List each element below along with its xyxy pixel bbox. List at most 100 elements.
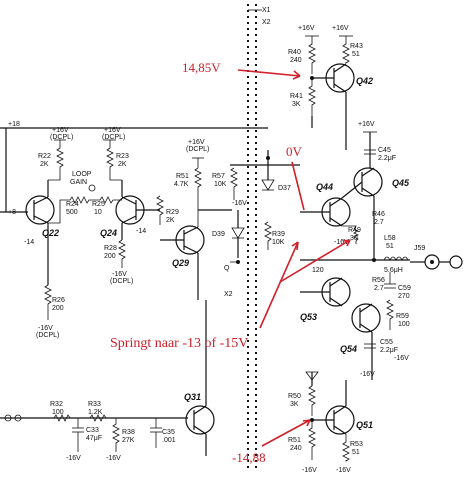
- label-gain: GAIN: [70, 179, 87, 186]
- label-r43: R43: [350, 43, 363, 50]
- label-m16-r28: -16V: [112, 271, 127, 278]
- label-dcpl-r28: (DCPL): [110, 278, 133, 285]
- annotation-v-zero: 0V: [286, 144, 303, 159]
- label-q22: Q22: [42, 228, 59, 238]
- label-loop: LOOP: [72, 171, 92, 178]
- label-q-left: Q: [224, 265, 230, 272]
- label-x2-top: X2: [262, 19, 271, 26]
- label-x1: X1: [262, 7, 271, 14]
- label-r51: R51: [176, 173, 189, 180]
- label-p16-r40: +16V: [298, 25, 315, 32]
- label-r26: R26: [52, 297, 65, 304]
- label-q31: Q31: [184, 392, 201, 402]
- annotation-v-q42: 14,85V: [182, 60, 221, 75]
- transistor-q54: [351, 303, 381, 333]
- label-m16-bus: -16V: [232, 200, 247, 207]
- label-r40: R40: [288, 49, 301, 56]
- label-q51: Q51: [356, 420, 373, 430]
- label-r29: R29: [166, 209, 179, 216]
- value-c55: 2.2μF: [380, 347, 398, 354]
- label-dcpl-r26: (DCPL): [36, 332, 59, 339]
- value-r26: 200: [52, 305, 64, 312]
- label-r39: R39: [272, 231, 285, 238]
- label-q42: Q42: [356, 76, 373, 86]
- label-r25: R25: [92, 201, 105, 208]
- label-r28: R28: [104, 245, 117, 252]
- label-d37: D37: [278, 185, 291, 192]
- label-r23: R23: [116, 153, 129, 160]
- value-r53: 51: [352, 449, 360, 456]
- label-q54: Q54: [340, 344, 357, 354]
- value-r59: 100: [398, 321, 410, 328]
- label-m14-a: -14: [24, 239, 34, 246]
- value-r32: 100: [52, 409, 64, 416]
- label-l58: L58: [384, 235, 396, 242]
- label-c35: C35: [162, 429, 175, 436]
- label-m16-out: -16V: [360, 371, 375, 378]
- label-c45: C45: [378, 147, 391, 154]
- lower-output: Q53 Q54 R56 2.7 C55 2.2μF -16V -16V: [300, 277, 409, 380]
- annotations: 14,85V 0V Springt naar -13 of -15V -14,8…: [110, 60, 351, 465]
- value-r28: 200: [104, 253, 116, 260]
- label-r33: R33: [88, 401, 101, 408]
- label-q44: Q44: [316, 182, 333, 192]
- label-c20: 120: [312, 267, 324, 274]
- q31-stage: R32 100 R33 1.2K C33 47μF -16V R38 27K -…: [0, 300, 215, 462]
- value-c45: 2.2μF: [378, 155, 396, 162]
- label-r57: R57: [212, 173, 225, 180]
- value-r49: 30: [350, 235, 358, 242]
- label-p16-r23: +16V: [104, 127, 121, 134]
- label-q45: Q45: [392, 178, 410, 188]
- value-c59: 270: [398, 293, 410, 300]
- q42-stage: +16V +16V R40 240 R43 51 Q42 R41 3K: [288, 25, 373, 150]
- value-r25: 10: [94, 209, 102, 216]
- annotation-springt: Springt naar -13 of -15V: [110, 336, 248, 351]
- loop-gain-pot-wiper: [88, 184, 96, 192]
- label-m16-r59: -16V: [394, 355, 409, 362]
- label-r51c: R51: [288, 437, 301, 444]
- q51-stage: R50 3K Q51 R51 240 R53 51 -16V -16V: [288, 371, 373, 474]
- value-r22: 2K: [40, 161, 49, 168]
- value-r56: 2.7: [374, 285, 384, 292]
- label-p18: +18: [8, 121, 20, 128]
- label-r41: R41: [290, 93, 303, 100]
- bias-network: R57 10K D37 R39 10K D39 Q X2: [212, 150, 300, 298]
- label-m16-q44: -16V: [334, 239, 349, 246]
- label-m16-r53: -16V: [336, 467, 351, 474]
- label-c55: C55: [380, 339, 393, 346]
- diode-d39: [231, 227, 245, 239]
- connector-strip: X1 X2: [247, 4, 271, 470]
- value-r24: 500: [66, 209, 78, 216]
- label-m16-c33: -16V: [66, 455, 81, 462]
- label-p16-r22: +16V: [52, 127, 69, 134]
- value-r41: 3K: [292, 101, 301, 108]
- value-r46: 2.7: [374, 219, 384, 226]
- value-r43: 51: [352, 51, 360, 58]
- value-r23: 2K: [118, 161, 127, 168]
- output-network: R49 30 L58 51 5.6μH J59 C59 270 R59 100 …: [300, 227, 463, 330]
- annotation-v-q51: -14,88: [232, 450, 266, 465]
- label-x2-left: X2: [224, 291, 233, 298]
- label-p16-out: +16V: [358, 121, 375, 128]
- transistor-q45: [353, 167, 383, 197]
- value-r38: 27K: [122, 437, 135, 444]
- label-c59: C59: [398, 285, 411, 292]
- label-r32: R32: [50, 401, 63, 408]
- label-r50: R50: [288, 393, 301, 400]
- label-r49: R49: [348, 227, 361, 234]
- value-c35: .001: [162, 437, 176, 444]
- value-r50: 3K: [290, 401, 299, 408]
- transistor-q22: [25, 195, 55, 225]
- label-dcpl-r22: (DCPL): [50, 134, 73, 141]
- label-r38: R38: [122, 429, 135, 436]
- value-c33: 47μF: [86, 435, 102, 442]
- label-m16-r38: -16V: [106, 455, 121, 462]
- label-m16-r51c: -16V: [302, 467, 317, 474]
- label-q53: Q53: [300, 312, 317, 322]
- value-r40: 240: [290, 57, 302, 64]
- upper-output: +16V C45 2.2μF Q44 Q45 R46 2.7 -16V: [300, 121, 410, 258]
- label-d39: D39: [212, 231, 225, 238]
- label-dcpl-r23: (DCPL): [102, 134, 125, 141]
- label-r22: R22: [38, 153, 51, 160]
